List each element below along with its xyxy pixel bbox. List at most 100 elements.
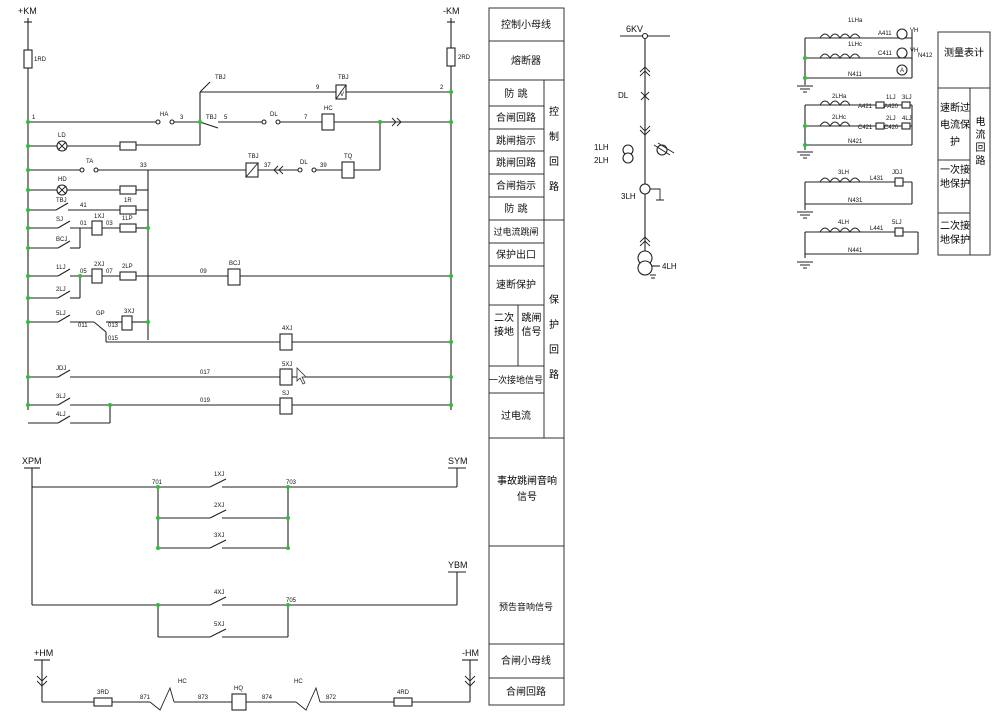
node-41: 41 (80, 203, 87, 209)
tbj-top-label: TBJ (338, 75, 349, 81)
sig-xj3-label: 3XJ (214, 533, 224, 539)
sj-coil (279, 397, 293, 415)
node-874: 874 (262, 695, 273, 701)
hc-coil (321, 113, 335, 131)
function-table: 控制小母线 熔断器 防 跳 合闸回路 跳闸指示 跳闸回路 合闸指示 防 跳 过电… (488, 7, 565, 706)
ct-a421-label: A421 (858, 104, 873, 110)
oneline-1lh-label: 1LH (594, 143, 609, 152)
node-9: 9 (316, 85, 320, 91)
tbl-row-second-ground: 二次接地 (494, 313, 514, 338)
node-2: 2 (440, 85, 444, 91)
tbl-row-trip-signal: 跳闸信号 (521, 313, 542, 338)
ct-vh1-label: VH (910, 28, 918, 34)
sj-contact-label: SJ (56, 217, 63, 223)
xj1-coil (91, 220, 103, 236)
tbl-row-trip-ind: 跳闸指示 (496, 134, 536, 147)
ct-3lh-label: 3LH (838, 170, 849, 176)
tbj-coil-label: TBJ (248, 154, 259, 160)
xj2-label: 2XJ (94, 262, 104, 268)
one-line-diagram: 6KV DL 1LH 2LH 3LH 4LH (594, 24, 677, 279)
tbj-contact-label: TBJ (215, 75, 226, 81)
current-loop-table: 测量表计 速断过电流保护 电流回路 一次接地保护 二次接地保护 (937, 31, 991, 256)
xj3-coil (121, 315, 133, 331)
oneline-2lh-label: 2LH (594, 156, 609, 165)
node-01: 01 (80, 221, 87, 227)
hc-label: HC (324, 106, 333, 112)
signal-junction-dots (156, 485, 290, 607)
node-705: 705 (286, 598, 297, 604)
tbl-row-prot-out: 保护出口 (496, 248, 536, 261)
ct-n441-label: N441 (848, 248, 863, 254)
lp1-label: 1LP (122, 216, 133, 222)
bcj-coil-label: BCJ (229, 261, 240, 267)
xj4-label: 4XJ (282, 326, 292, 332)
tbl-row-close-ind: 合闸指示 (496, 179, 536, 192)
lj1-contact-label: 1LJ (56, 265, 66, 271)
dl1-label: DL (270, 112, 278, 118)
node-07: 07 (106, 269, 113, 275)
node-872: 872 (326, 695, 337, 701)
xj1-label: 1XJ (94, 214, 104, 220)
node-39: 39 (320, 163, 327, 169)
tbl-row-overcurrent: 过电流 (501, 409, 531, 422)
bus-ybm-label: YBM (448, 560, 468, 570)
hc2-contact (295, 686, 321, 711)
tbl2-ground2: 二次接地保护 (940, 221, 970, 246)
tbl2-meter: 测量表计 (944, 48, 984, 59)
node-3: 3 (180, 115, 184, 121)
ct-jdj-label: JDJ (892, 170, 902, 176)
ct-c421-label: C421 (858, 125, 873, 131)
lj2-contact-label: 2LJ (56, 287, 66, 293)
ct-n412-label: N412 (918, 53, 933, 59)
bcj-contact-label: BCJ (56, 237, 67, 243)
hd-resistor (119, 185, 137, 195)
hq-coil (231, 693, 247, 711)
node-03: 03 (106, 221, 113, 227)
hc1-contact (149, 686, 175, 711)
bus-minus-hm-label: -HM (462, 648, 479, 658)
ct-a411-label: A411 (878, 31, 892, 37)
ct-1lha-label: 1LHa (848, 18, 863, 24)
node-871: 871 (140, 695, 151, 701)
oneline-4lh-label: 4LH (662, 262, 677, 271)
node-703: 703 (286, 480, 297, 486)
tbl-row-fuse: 熔断器 (511, 54, 541, 67)
fuse-2rd-label: 2RD (458, 55, 471, 61)
ct-l431-label: L431 (870, 176, 884, 182)
lp2 (119, 271, 137, 281)
resistor-1r-label: 1R (124, 198, 132, 204)
fuse-3rd (93, 697, 113, 707)
tbl-row-close-bus: 合闸小母线 (501, 654, 551, 667)
ct-4lh-label: 4LH (838, 220, 849, 226)
control-circuit: +KM -KM 1RD 2RD 9 TBJ V 2 TBJ 1 HA 3 TBJ (18, 6, 471, 424)
ct-vh2-label: VH (910, 48, 918, 54)
bus-plus-hm-label: +HM (34, 648, 53, 658)
fuse-4rd (393, 697, 413, 707)
sig-xj4-label: 4XJ (214, 590, 224, 596)
sj-coil-label: SJ (282, 391, 289, 397)
fuse-2rd (446, 47, 456, 67)
ld-label: LD (58, 133, 66, 139)
tbl-row-fast-prot: 速断保护 (496, 278, 536, 291)
node-33: 33 (140, 163, 147, 169)
node-1: 1 (32, 115, 36, 121)
sig-xj2-label: 2XJ (214, 503, 224, 509)
tq-label: TQ (344, 154, 353, 160)
ct-n431-label: N431 (848, 198, 863, 204)
signal-circuit: XPM SYM YBM 701 1XJ 703 2XJ 3XJ 4XJ 705 … (22, 456, 468, 638)
lj4-contact-label: 4LJ (56, 412, 66, 418)
fuse-3rd-label: 3RD (97, 690, 110, 696)
dl2-label: DL (300, 160, 308, 166)
node-015: 015 (108, 336, 119, 342)
bus-sym-label: SYM (448, 456, 468, 466)
lj3-contact-label: 3LJ (56, 394, 66, 400)
gp-label: GP (96, 311, 105, 317)
hc1-label: HC (178, 679, 187, 685)
ct-4lj-label: 4LJ (902, 116, 912, 122)
node-013: 013 (108, 323, 119, 329)
ct-2lha-label: 2LHa (832, 94, 847, 100)
node-011: 011 (78, 323, 88, 329)
ct-current-circuits: 1LHa A411 VH 1LHc C411 VH N412 A N411 2L… (797, 18, 933, 269)
ct-junction-dots (803, 56, 807, 147)
tbl-group-protect-loop: 保护回路 (549, 295, 559, 381)
